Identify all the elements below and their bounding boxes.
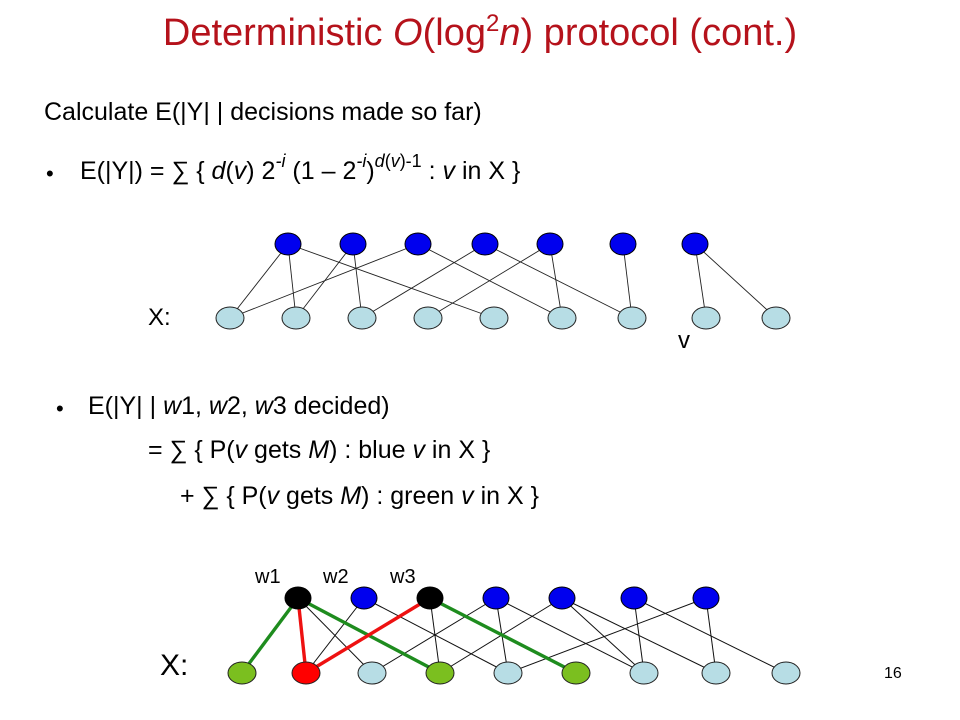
node-bottom2-5 [561, 661, 591, 685]
edge-top-5 [229, 243, 419, 319]
node-bottom2-3 [425, 661, 455, 685]
bullet-1: • [46, 161, 54, 186]
edge-bottom-1 [305, 597, 365, 674]
slide-title: Deterministic O(log2n) protocol (cont.) [162, 10, 798, 55]
edge-bottom-4 [371, 597, 497, 674]
node-bottom-7 [691, 306, 721, 330]
edge-bottom-13 [705, 597, 717, 674]
node-top2-3 [482, 586, 510, 610]
node-bottom-4 [479, 306, 509, 330]
node-bottom-2 [347, 306, 377, 330]
node-top2-1 [350, 586, 378, 610]
node-top-6 [681, 232, 709, 256]
edge-bottom-3 [429, 597, 441, 674]
node-bottom-8 [761, 306, 791, 330]
bullet-2: • [56, 396, 64, 421]
edge-top-7 [361, 243, 486, 319]
node-bottom2-1 [291, 661, 321, 685]
node-bottom-3 [413, 306, 443, 330]
edge-top-10 [549, 243, 563, 319]
node-top2-6 [692, 586, 720, 610]
node-top2-4 [548, 586, 576, 610]
node-bottom2-6 [629, 661, 659, 685]
w1-label: w1 [255, 566, 281, 588]
node-bottom-0 [215, 306, 245, 330]
node-bottom2-7 [701, 661, 731, 685]
edge-top-12 [694, 243, 707, 319]
edge-top-2 [287, 243, 495, 319]
edge-bottom-6 [495, 597, 645, 674]
edge-top-8 [484, 243, 633, 319]
graph2-x-label: X: [160, 649, 189, 682]
formula-conditional-line2: = ∑ { P(v gets M) : blue v in X } [148, 436, 491, 464]
edge-bottom-14 [240, 596, 300, 675]
edge-top-13 [694, 243, 777, 319]
formula-expected-y: E(|Y|) = ∑ { d(v) 2-i (1 – 2-i)d(v)-1 : … [80, 151, 521, 185]
edge-bottom-18 [429, 596, 577, 675]
w3-label: w3 [390, 566, 416, 588]
node-bottom2-0 [227, 661, 257, 685]
page-number: 16 [884, 665, 902, 682]
node-bottom-6 [617, 306, 647, 330]
formula-conditional-line1: E(|Y| | w1, w2, w3 decided) [88, 392, 390, 420]
node-top-3 [471, 232, 499, 256]
node-top-1 [339, 232, 367, 256]
edge-bottom-17 [305, 596, 431, 675]
node-top2-0 [284, 586, 312, 610]
edge-bottom-8 [561, 597, 645, 674]
node-top-0 [274, 232, 302, 256]
edge-bottom-10 [633, 597, 645, 674]
graph1-x-label: X: [148, 304, 171, 331]
node-bottom2-2 [357, 661, 387, 685]
node-top-2 [404, 232, 432, 256]
node-bottom2-4 [493, 661, 523, 685]
edge-bottom-15 [296, 597, 308, 674]
node-top-5 [609, 232, 637, 256]
edge-top-6 [417, 243, 563, 319]
edge-top-4 [352, 243, 363, 319]
node-bottom2-8 [771, 661, 801, 685]
edge-bottom-11 [633, 597, 787, 674]
edge-top-9 [427, 243, 551, 319]
node-bottom-1 [281, 306, 311, 330]
edge-top-11 [622, 243, 633, 319]
node-top2-2 [416, 586, 444, 610]
subtitle: Calculate E(|Y| | decisions made so far) [44, 98, 482, 126]
node-bottom-5 [547, 306, 577, 330]
edge-top-0 [229, 243, 289, 319]
node-top-4 [536, 232, 564, 256]
w2-label: w2 [323, 566, 349, 588]
edge-bottom-2 [363, 597, 509, 674]
node-top2-5 [620, 586, 648, 610]
edge-top-1 [287, 243, 297, 319]
formula-conditional-line3: + ∑ { P(v gets M) : green v in X } [180, 482, 539, 510]
graph1-v-label: v [678, 327, 690, 354]
edge-bottom-12 [507, 597, 707, 674]
